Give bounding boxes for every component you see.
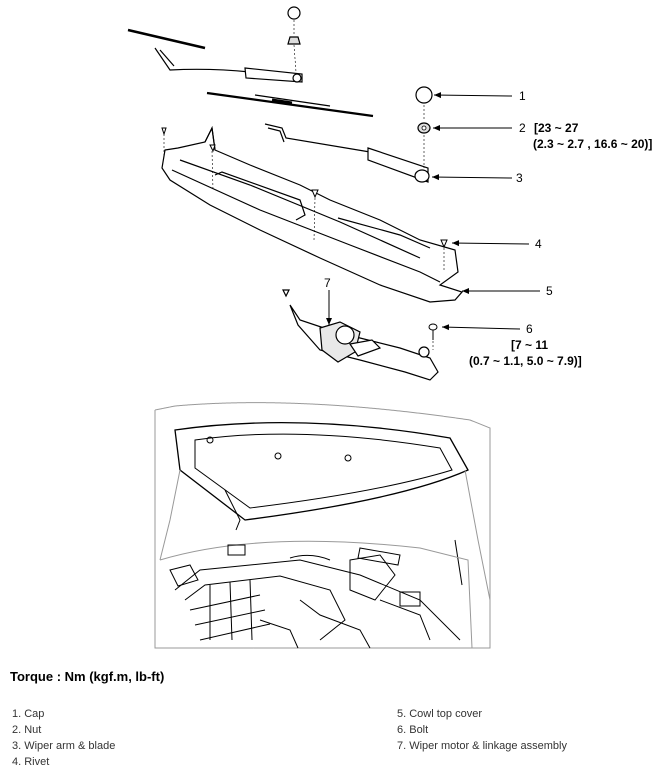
bolt-part — [428, 323, 438, 350]
engine-bay-illustration — [154, 402, 491, 649]
torque-units-title: Torque : Nm (kgf.m, lb-ft) — [10, 669, 165, 684]
callout-4: 4 — [535, 237, 542, 251]
wiper-arm-lower — [264, 123, 430, 183]
callout-2: 2 — [519, 121, 526, 135]
bolt-torque-spec-line2: (0.7 ~ 1.1, 5.0 ~ 7.9)] — [469, 354, 582, 368]
legend-item: 5. Cowl top cover — [397, 708, 482, 720]
callout-7: 7 — [324, 276, 331, 290]
callout-3: 3 — [516, 171, 523, 185]
nut-part — [417, 122, 431, 134]
legend-item: 6. Bolt — [397, 724, 429, 736]
bolt-torque-spec-line1: [7 ~ 11 — [511, 338, 549, 352]
wiper-arm-blade-upper — [127, 6, 303, 83]
wiper-motor-linkage — [282, 289, 439, 381]
rivet-parts — [161, 127, 448, 270]
wiper-exploded-diagram — [127, 6, 540, 649]
callout-6: 6 — [526, 322, 533, 336]
callout-1: 1 — [519, 89, 526, 103]
legend-item: 4. Rivet — [12, 756, 50, 768]
cap-part — [415, 86, 433, 104]
legend-item: 1. Cap — [12, 708, 45, 720]
legend-item: 2. Nut — [12, 724, 42, 736]
nut-torque-spec-line1: [23 ~ 27 — [534, 121, 579, 135]
callout-5: 5 — [546, 284, 553, 298]
legend-item: 7. Wiper motor & linkage assembly — [397, 740, 567, 752]
nut-torque-spec-line2: (2.3 ~ 2.7 , 16.6 ~ 20)] — [533, 137, 653, 151]
wiper-blade-lower — [206, 91, 374, 118]
legend-item: 3. Wiper arm & blade — [12, 740, 116, 752]
callout-arrows — [326, 92, 540, 331]
cowl-top-cover — [161, 125, 464, 303]
